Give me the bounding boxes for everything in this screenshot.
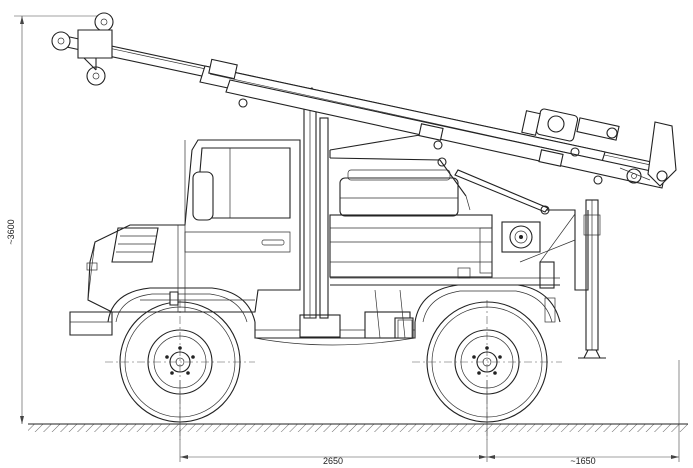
truck-chassis: [69, 311, 416, 346]
crown-block: [51, 12, 114, 86]
truck-cab: [86, 139, 301, 313]
height-label: ~3600: [6, 219, 16, 244]
rear-deck: [329, 169, 560, 339]
drill-mast: [61, 35, 671, 189]
height-dimension: [14, 15, 110, 424]
bottom-dimensions: [179, 360, 680, 462]
mast-foot: [619, 121, 677, 187]
overhang-label: ~1650: [570, 456, 595, 466]
front-wheel: [119, 301, 241, 423]
rear-support-leg: [519, 199, 606, 359]
mast-cylinders: [329, 134, 550, 215]
rear-wheel: [426, 301, 548, 423]
rotary-gearbox: [501, 221, 555, 289]
exhaust-pipes: [301, 87, 329, 319]
ground-line: [28, 423, 688, 432]
wheelbase-label: 2650: [323, 456, 343, 466]
top-drive-head: [521, 108, 620, 142]
